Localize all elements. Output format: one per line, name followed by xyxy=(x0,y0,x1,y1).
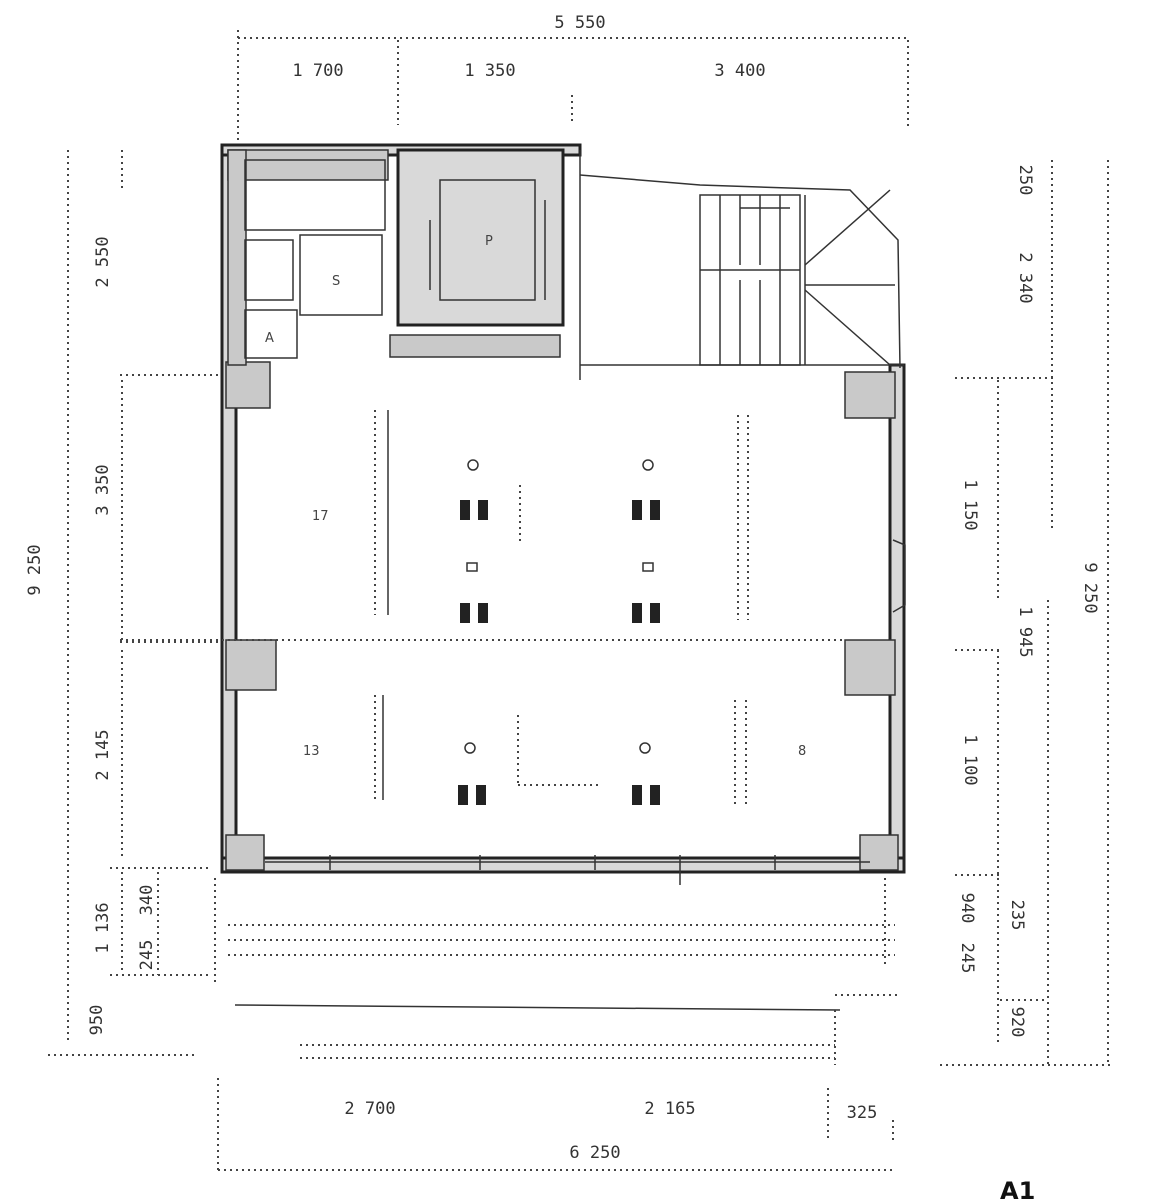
right-dimension-9: 920 xyxy=(1007,1007,1027,1038)
left-dimension-1: 2 550 xyxy=(93,236,113,287)
right-dimension-8: 235 xyxy=(1007,900,1027,931)
table-group-4 xyxy=(632,562,660,623)
table-group-6 xyxy=(632,742,660,805)
terrace-paving xyxy=(214,878,900,1065)
top-dimension-1: 1 700 xyxy=(292,61,343,81)
left-dimension-3: 2 145 xyxy=(93,729,113,780)
bottom-dimension-2: 2 165 xyxy=(644,1099,695,1119)
right-dimension-4: 1 945 xyxy=(1015,606,1035,657)
left-dimension-5: 340 xyxy=(137,885,157,916)
sheet-mark: A1 xyxy=(1000,1177,1035,1199)
furniture-tables: 17 13 8 xyxy=(303,459,806,805)
left-dimension-4: 1 136 xyxy=(93,902,113,953)
right-dimension-6: 245 xyxy=(957,943,977,974)
left-total-dimension: 9 250 xyxy=(25,544,45,595)
main-hall xyxy=(120,410,906,885)
svg-text:A: A xyxy=(265,331,274,346)
staircase xyxy=(699,189,895,366)
top-total-dimension: 5 550 xyxy=(554,13,605,33)
room-label-2: 13 xyxy=(303,744,320,759)
service-rooms: A S P xyxy=(244,148,565,359)
room-label-3: 8 xyxy=(798,744,806,759)
structural-columns xyxy=(225,149,899,871)
top-dimension-2: 1 350 xyxy=(464,61,515,81)
right-dimension-3: 1 150 xyxy=(960,479,980,530)
top-dimension-3: 3 400 xyxy=(714,61,765,81)
room-label-1: 17 xyxy=(312,509,329,524)
bottom-dimension-3: 325 xyxy=(847,1103,878,1123)
left-dimension-chain: 9 250 2 550 3 350 2 145 1 136 340 245 95… xyxy=(25,150,230,1056)
svg-text:S: S xyxy=(332,274,340,289)
right-dimension-7: 940 xyxy=(957,893,977,924)
right-dimension-chain: 250 2 340 1 150 1 945 1 100 245 940 235 … xyxy=(940,160,1110,1066)
bottom-dimension-1: 2 700 xyxy=(344,1099,395,1119)
table-group-2 xyxy=(632,459,660,520)
right-total-dimension: 9 250 xyxy=(1080,562,1100,613)
svg-text:P: P xyxy=(485,234,493,249)
table-group-5 xyxy=(458,742,486,805)
left-dimension-6: 245 xyxy=(137,940,157,971)
left-dimension-7: 950 xyxy=(87,1005,107,1036)
bottom-total-dimension: 6 250 xyxy=(569,1143,620,1163)
right-dimension-1: 250 xyxy=(1015,165,1035,196)
top-dimension-chain: 5 550 1 700 1 350 3 400 xyxy=(237,13,910,140)
table-group-3 xyxy=(460,562,488,623)
left-dimension-2: 3 350 xyxy=(93,464,113,515)
bottom-dimension-chain: 2 700 2 165 325 6 250 xyxy=(217,1078,895,1171)
right-dimension-2: 2 340 xyxy=(1015,252,1035,303)
table-group-1 xyxy=(460,459,488,520)
right-dimension-5: 1 100 xyxy=(960,734,980,785)
